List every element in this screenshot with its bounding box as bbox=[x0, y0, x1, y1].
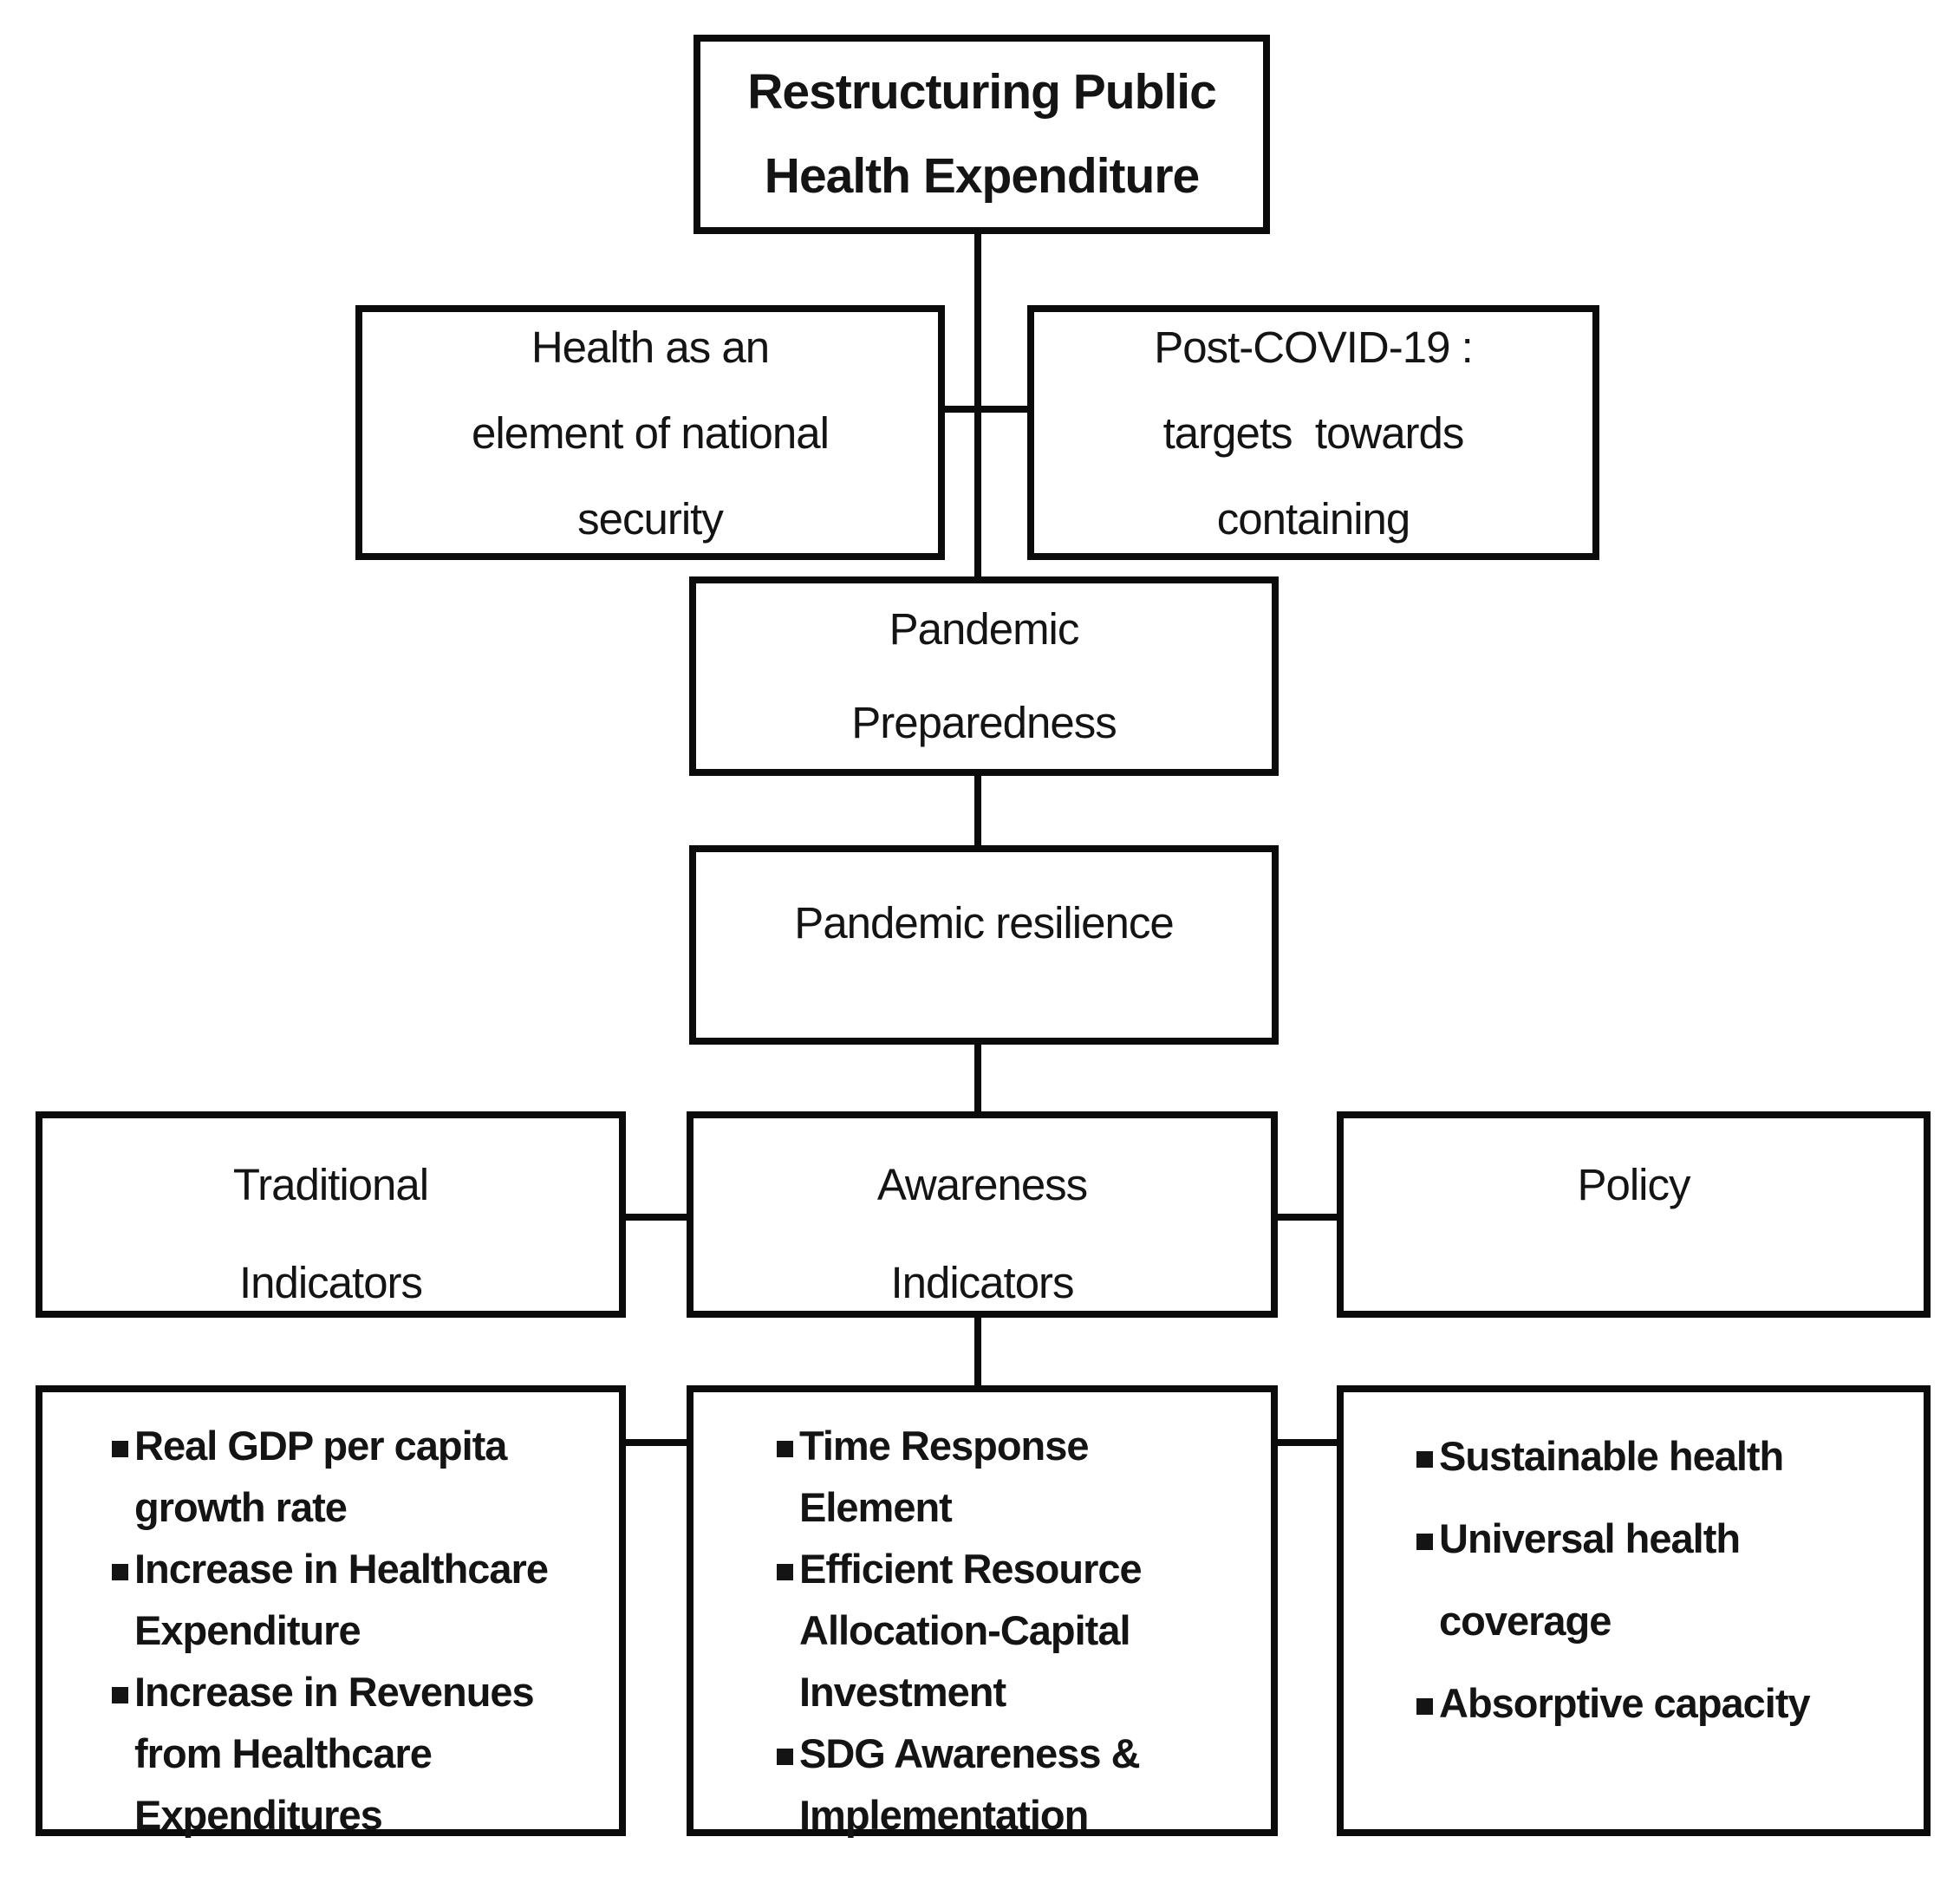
bullet-item-line: Absorptive capacity bbox=[1416, 1662, 1811, 1744]
connector-traditional-to-awareness bbox=[622, 1214, 690, 1221]
connector-top-to-preparedness bbox=[974, 231, 981, 580]
node-title-line: Health as an bbox=[531, 322, 770, 372]
bullet-text: Increase in Revenues bbox=[134, 1669, 535, 1715]
connector-awareness-to-details bbox=[974, 1314, 981, 1389]
node-title-line: containing bbox=[1216, 493, 1411, 544]
node-title-line: Preparedness bbox=[851, 698, 1117, 747]
node-title-line: Pandemic bbox=[889, 604, 1080, 654]
bullet-square-icon bbox=[112, 1687, 128, 1703]
connector-resilience-to-awareness bbox=[974, 1041, 981, 1115]
bullet-item-line: Expenditures bbox=[134, 1792, 383, 1838]
bullet-item-line: Element bbox=[799, 1484, 953, 1530]
node-post-covid-targets: Post-COVID-19 : targets towards containi… bbox=[1027, 305, 1599, 560]
bullet-square-icon bbox=[1416, 1451, 1433, 1468]
connector-row2-horizontal bbox=[941, 406, 1031, 413]
bullet-item-line: Increase in Revenues bbox=[112, 1661, 535, 1723]
node-traditional-indicators: Traditional Indicators bbox=[36, 1111, 626, 1318]
bullet-item-line: Time Response bbox=[777, 1415, 1090, 1476]
node-title-line: Indicators bbox=[238, 1258, 423, 1307]
node-title-line: targets towards bbox=[1162, 407, 1465, 458]
bullet-text: Efficient Resource bbox=[799, 1546, 1143, 1592]
node-restructuring-public-health-expenditure: Restructuring Public Health Expenditure bbox=[693, 35, 1270, 234]
node-pandemic-preparedness: Pandemic Preparedness bbox=[689, 576, 1279, 776]
connector-awareness-to-policy bbox=[1274, 1214, 1340, 1221]
bullet-item-line: Universal health bbox=[1416, 1497, 1741, 1580]
node-policy: Policy bbox=[1337, 1111, 1931, 1318]
bullet-item-line: Investment bbox=[799, 1669, 1006, 1715]
node-title-line: Policy bbox=[1577, 1160, 1690, 1209]
node-policy-details: Sustainable health Universal health cove… bbox=[1337, 1385, 1931, 1836]
bullet-item-line: from Healthcare bbox=[134, 1730, 433, 1776]
bullet-item-line: Sustainable health bbox=[1416, 1415, 1784, 1497]
node-traditional-indicator-details: Real GDP per capita growth rate Increase… bbox=[36, 1385, 626, 1838]
connector-details-left-horizontal bbox=[622, 1439, 690, 1446]
bullet-square-icon bbox=[777, 1441, 793, 1457]
bullet-text: Time Response bbox=[799, 1423, 1090, 1469]
node-title-line: security bbox=[577, 493, 724, 544]
bullet-text: Absorptive capacity bbox=[1439, 1680, 1811, 1726]
bullet-item-line: Efficient Resource bbox=[777, 1538, 1143, 1599]
bullet-square-icon bbox=[1416, 1698, 1433, 1715]
node-title-line: Indicators bbox=[890, 1258, 1074, 1307]
bullet-text: Universal health bbox=[1439, 1515, 1741, 1561]
bullet-item-line: Implementation bbox=[799, 1792, 1089, 1838]
bullet-item-line: Expenditure bbox=[134, 1607, 361, 1653]
connector-preparedness-to-resilience bbox=[974, 772, 981, 849]
bullet-square-icon bbox=[112, 1441, 128, 1457]
bullet-item-line: SDG Awareness & bbox=[777, 1723, 1141, 1784]
bullet-item-line: Increase in Healthcare bbox=[112, 1538, 549, 1599]
node-title-line: Restructuring Public bbox=[747, 64, 1217, 120]
bullet-square-icon bbox=[777, 1564, 793, 1580]
node-title-line: Traditional bbox=[232, 1160, 429, 1209]
node-title-line: element of national bbox=[472, 407, 830, 458]
node-awareness-indicator-details: Time Response Element Efficient Resource… bbox=[687, 1385, 1278, 1838]
node-title-line: Health Expenditure bbox=[764, 148, 1200, 204]
bullet-text: Sustainable health bbox=[1439, 1433, 1784, 1479]
node-title-line: Pandemic resilience bbox=[794, 898, 1174, 948]
node-health-national-security: Health as an element of national securit… bbox=[355, 305, 945, 560]
bullet-square-icon bbox=[1416, 1534, 1433, 1550]
node-awareness-indicators: Awareness Indicators bbox=[687, 1111, 1278, 1318]
bullet-item-line: Real GDP per capita bbox=[112, 1415, 507, 1476]
bullet-text: Increase in Healthcare bbox=[134, 1546, 549, 1592]
bullet-text: Real GDP per capita bbox=[134, 1423, 507, 1469]
node-title-line: Awareness bbox=[876, 1160, 1088, 1209]
bullet-square-icon bbox=[112, 1564, 128, 1580]
bullet-item-line: coverage bbox=[1439, 1598, 1612, 1644]
bullet-square-icon bbox=[777, 1749, 793, 1765]
node-pandemic-resilience: Pandemic resilience bbox=[689, 845, 1279, 1045]
bullet-item-line: growth rate bbox=[134, 1484, 348, 1530]
bullet-text: SDG Awareness & bbox=[799, 1730, 1141, 1776]
bullet-item-line: Allocation-Capital bbox=[799, 1607, 1131, 1653]
connector-details-right-horizontal bbox=[1274, 1439, 1340, 1446]
node-title-line: Post-COVID-19 : bbox=[1154, 322, 1474, 372]
